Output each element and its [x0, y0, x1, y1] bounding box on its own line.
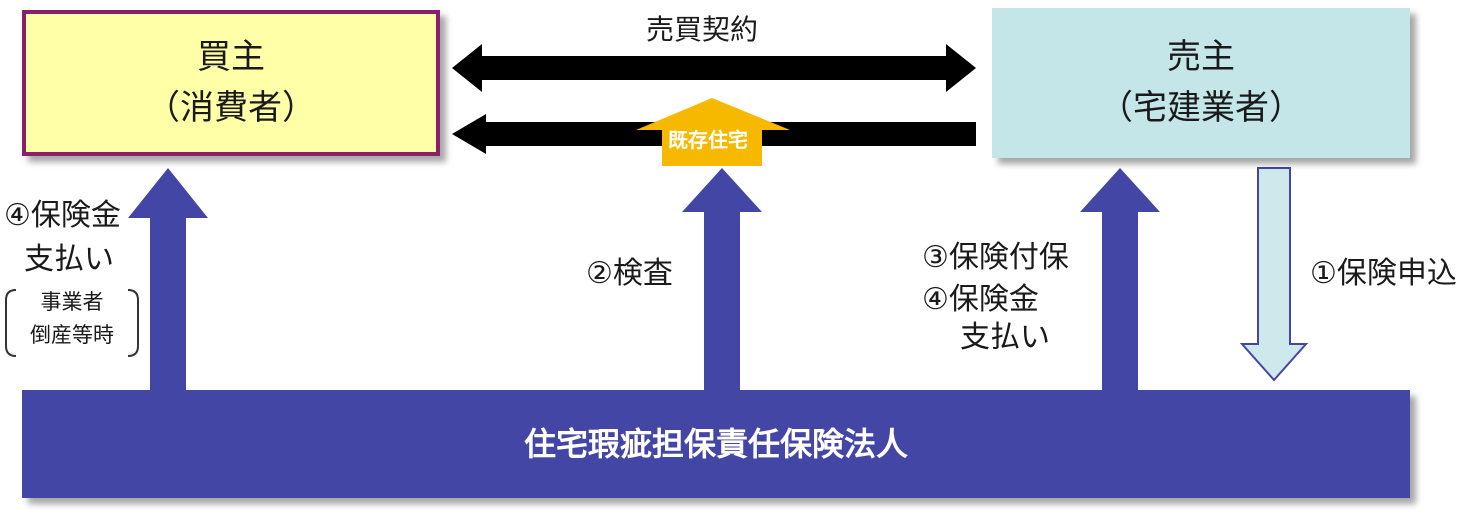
bankruptcy-note: 事業者 倒産等時	[14, 286, 130, 352]
buyer-subtitle: （消費者）	[146, 88, 316, 128]
payout-buyer-line1: ④保険金	[4, 198, 121, 233]
payout-buyer-line2: 支払い	[24, 242, 114, 277]
contract-label: 売買契約	[646, 13, 759, 46]
bankruptcy-note-line1: 事業者	[40, 290, 104, 314]
buyer-title: 買主	[197, 37, 265, 77]
application-arrow	[1239, 167, 1309, 382]
seller-subtitle: （宅建業者）	[1099, 88, 1303, 128]
bankruptcy-note-line2: 倒産等時	[30, 323, 114, 347]
house-arrow	[636, 98, 790, 166]
application-label: ①保険申込	[1310, 256, 1457, 291]
seller-payout-arrow	[1080, 168, 1160, 390]
inspection-arrow	[682, 168, 762, 390]
insurer-label: 住宅瑕疵担保責任保険法人	[523, 425, 908, 463]
insurer-box: 住宅瑕疵担保責任保険法人	[22, 390, 1410, 498]
note-bracket-left	[5, 289, 17, 357]
payout-buyer-arrow	[128, 168, 208, 390]
inspection-label: ②検査	[586, 256, 673, 291]
buyer-box: 買主 （消費者）	[22, 10, 440, 156]
seller-box: 売主 （宅建業者）	[992, 8, 1410, 158]
seller-title: 売主	[1167, 37, 1235, 77]
note-bracket-right	[127, 289, 139, 357]
seller-flow-line2: ④保険金	[922, 282, 1039, 317]
contract-double-arrow	[452, 44, 976, 92]
seller-flow-line3: 支払い	[960, 320, 1050, 355]
seller-flow-line1: ③保険付保	[922, 240, 1069, 275]
house-label: 既存住宅	[668, 128, 748, 152]
